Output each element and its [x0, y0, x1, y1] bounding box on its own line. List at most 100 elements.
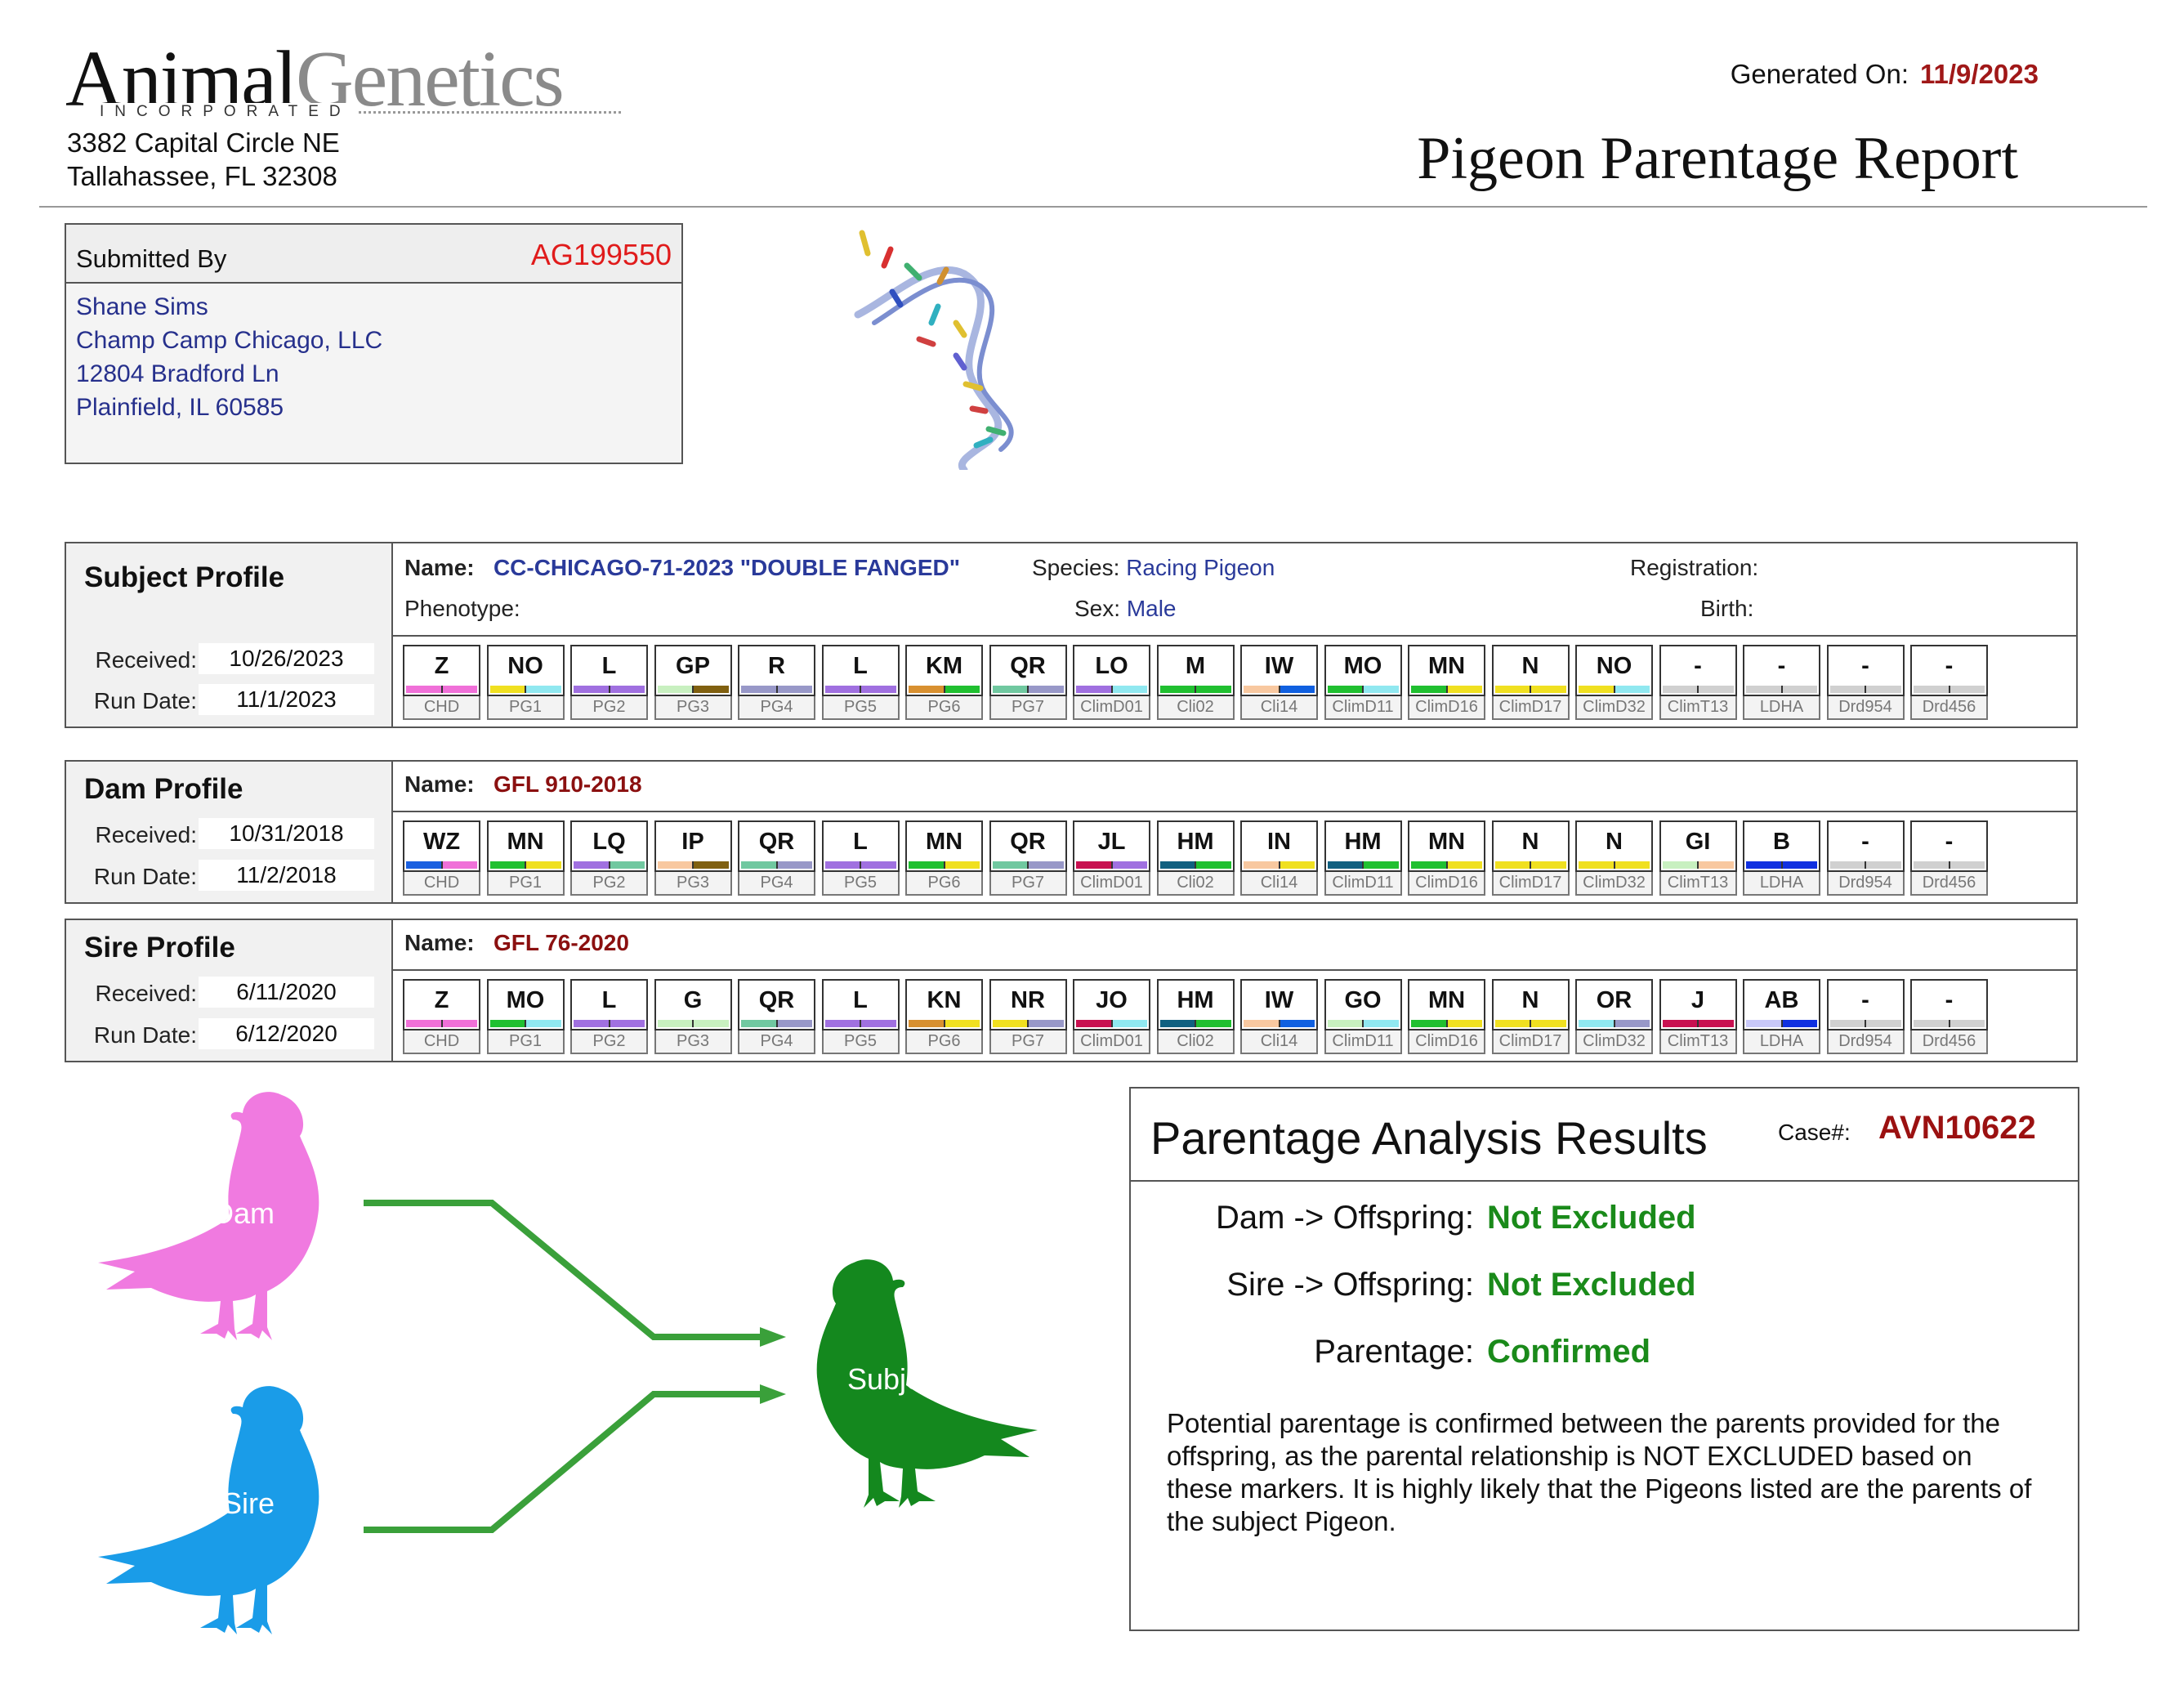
- received-label: Received:: [95, 822, 197, 847]
- marker-color-segment: [1362, 1020, 1399, 1027]
- marker-allele: JO: [1073, 979, 1150, 1031]
- subject-species: Racing Pigeon: [1126, 555, 1275, 580]
- marker-allele-text: -: [1861, 653, 1869, 679]
- marker-allele: N: [1491, 820, 1570, 872]
- subject-sex-field: Sex: Male: [1074, 596, 1177, 622]
- marker-locus-label: ClimD16: [1408, 696, 1485, 720]
- marker-color-segment: [489, 1020, 525, 1027]
- marker-allele: AB: [1743, 979, 1820, 1031]
- marker-color-segment: [1662, 1020, 1697, 1027]
- header-divider: [39, 206, 2147, 208]
- marker-color-bar: [909, 861, 980, 869]
- marker-color-segment: [525, 686, 561, 693]
- marker-allele-text: -: [1861, 829, 1869, 855]
- marker-allele: G: [654, 979, 732, 1031]
- marker-color-bar: [1829, 861, 1901, 869]
- marker-allele: L: [821, 979, 900, 1031]
- marker-allele: L: [570, 979, 648, 1031]
- marker-allele: -: [1826, 820, 1905, 872]
- marker-allele: QR: [738, 820, 815, 872]
- marker-locus-label: PG1: [486, 696, 565, 720]
- marker-locus-label: ClimD11: [1324, 1031, 1402, 1054]
- marker-color-segment: [943, 861, 980, 869]
- marker-color-segment: [943, 686, 980, 693]
- marker-locus-label: Drd954: [1826, 1031, 1905, 1054]
- marker-color-segment: [1195, 1020, 1231, 1027]
- marker-locus-label: Cli02: [1156, 1031, 1235, 1054]
- marker-color-segment: [406, 686, 441, 693]
- logo-tagline: INCORPORATED: [93, 103, 358, 121]
- marker-color-bar: [824, 1020, 896, 1027]
- marker-color-segment: [1914, 861, 1949, 869]
- marker-allele-text: IP: [681, 829, 704, 855]
- marker-allele: L: [570, 645, 648, 696]
- marker-color-segment: [1662, 686, 1697, 693]
- marker-locus-label: ClimD17: [1491, 872, 1570, 896]
- marker-allele: J: [1659, 979, 1737, 1031]
- marker-allele-text: HM: [1177, 829, 1214, 855]
- marker-color-segment: [992, 686, 1027, 693]
- subject-phenotype-field: Phenotype:: [404, 596, 520, 622]
- marker-color-segment: [909, 686, 944, 693]
- marker-color-bar: [1076, 861, 1147, 869]
- marker-color-bar: [1411, 1020, 1482, 1027]
- marker-allele: Z: [403, 979, 480, 1031]
- marker-color-segment: [1411, 1020, 1446, 1027]
- marker-allele: OR: [1575, 979, 1653, 1031]
- marker-allele: L: [821, 645, 900, 696]
- marker-allele-text: IW: [1264, 987, 1294, 1013]
- marker-allele: QR: [989, 820, 1067, 872]
- marker-locus-label: PG2: [570, 1031, 648, 1054]
- marker-color-segment: [824, 686, 860, 693]
- marker-color-bar: [909, 1020, 980, 1027]
- marker-allele: MN: [1408, 820, 1485, 872]
- generated-label: Generated On:: [1730, 59, 1909, 89]
- marker-locus-label: Drd954: [1826, 696, 1905, 720]
- marker-allele-text: GP: [676, 653, 710, 679]
- marker-color-segment: [440, 1020, 477, 1027]
- marker-locus-label: ClimD16: [1408, 872, 1485, 896]
- marker-locus-label: ClimD17: [1491, 1031, 1570, 1054]
- marker-color-bar: [1746, 861, 1817, 869]
- marker-color-segment: [741, 686, 776, 693]
- marker-color-segment: [860, 1020, 896, 1027]
- marker-color-segment: [657, 686, 692, 693]
- marker-allele: -: [1910, 820, 1988, 872]
- marker-allele: GP: [654, 645, 732, 696]
- address-line-2: Tallahassee, FL 32308: [67, 161, 337, 191]
- marker-color-bar: [1411, 861, 1482, 869]
- case-label: Case#:: [1778, 1120, 1851, 1145]
- marker-color-segment: [1244, 1020, 1279, 1027]
- marker-color-segment: [1780, 686, 1817, 693]
- name-label: Name:: [404, 930, 475, 955]
- marker-locus-label: Drd456: [1910, 696, 1988, 720]
- marker-color-segment: [909, 861, 944, 869]
- marker-allele: MN: [1408, 645, 1485, 696]
- marker-locus-label: Cli14: [1240, 696, 1318, 720]
- marker-allele-text: QR: [1010, 653, 1046, 679]
- marker-color-segment: [1076, 686, 1111, 693]
- sire-offspring-value: Not Excluded: [1487, 1267, 1696, 1303]
- marker-allele-text: LQ: [592, 829, 626, 855]
- marker-allele: KN: [905, 979, 983, 1031]
- marker-color-segment: [992, 1020, 1027, 1027]
- marker-locus-label: ClimD16: [1408, 1031, 1485, 1054]
- marker-color-segment: [1494, 686, 1530, 693]
- marker-allele-text: Z: [434, 987, 449, 1013]
- marker-allele-text: NO: [1596, 653, 1632, 679]
- marker-allele-text: MN: [1427, 829, 1466, 855]
- marker-climd16: MN ClimD16: [1408, 820, 1485, 896]
- received-label: Received:: [95, 981, 197, 1006]
